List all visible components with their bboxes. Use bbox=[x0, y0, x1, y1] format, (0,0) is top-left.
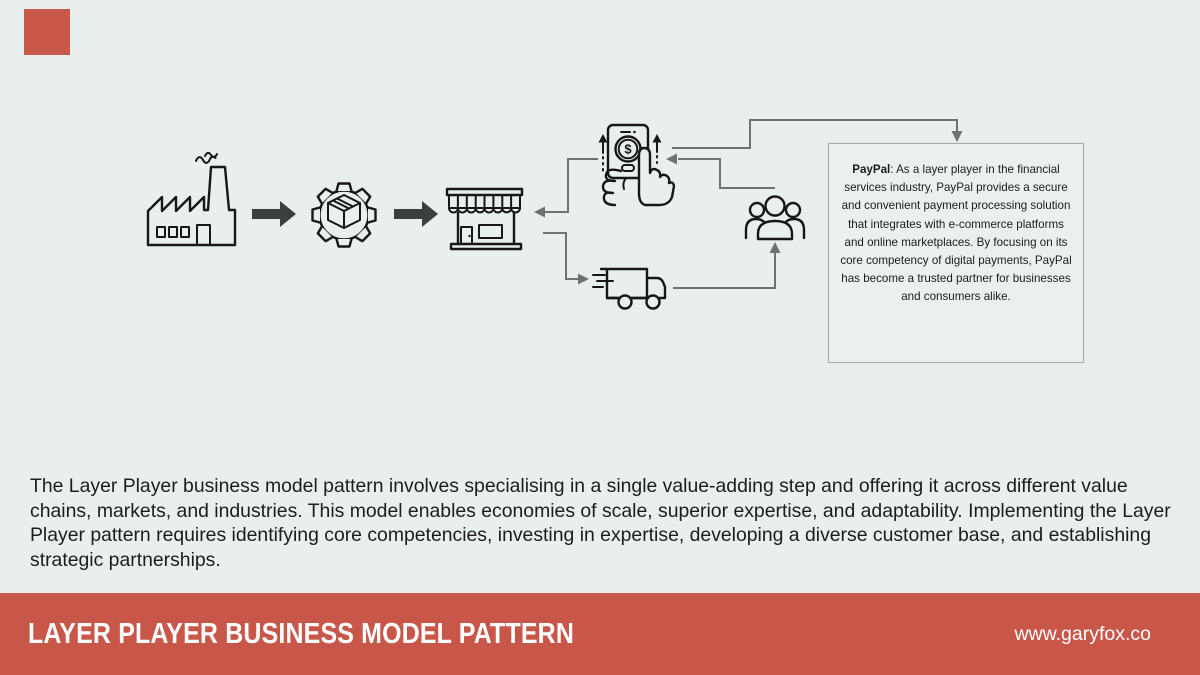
factory-icon bbox=[146, 151, 237, 247]
storefront-icon bbox=[445, 187, 524, 251]
payment-phone-icon: $ bbox=[598, 123, 676, 207]
value-chain-diagram: $ bbox=[146, 119, 963, 310]
callout-body: : As a layer player in the financial ser… bbox=[840, 163, 1072, 304]
callout-title: PayPal bbox=[852, 163, 891, 176]
brand-corner-square bbox=[24, 9, 70, 55]
gear-box-icon bbox=[311, 182, 377, 248]
delivery-truck-icon bbox=[592, 267, 667, 310]
website-url: www.garyfox.co bbox=[1014, 622, 1151, 645]
description-text: The Layer Player business model pattern … bbox=[30, 475, 1171, 571]
paypal-callout-box: PayPal: As a layer player in the financi… bbox=[828, 143, 1084, 363]
flow-arrow-icon bbox=[252, 201, 296, 227]
footer-bar: LAYER PLAYER BUSINESS MODEL PATTERN www.… bbox=[0, 593, 1200, 675]
customers-icon bbox=[744, 195, 806, 241]
flow-arrow-icon bbox=[394, 201, 438, 227]
dollar-icon: $ bbox=[624, 142, 632, 157]
flow-connector-lines bbox=[534, 119, 963, 289]
page-title: LAYER PLAYER BUSINESS MODEL PATTERN bbox=[28, 617, 575, 650]
